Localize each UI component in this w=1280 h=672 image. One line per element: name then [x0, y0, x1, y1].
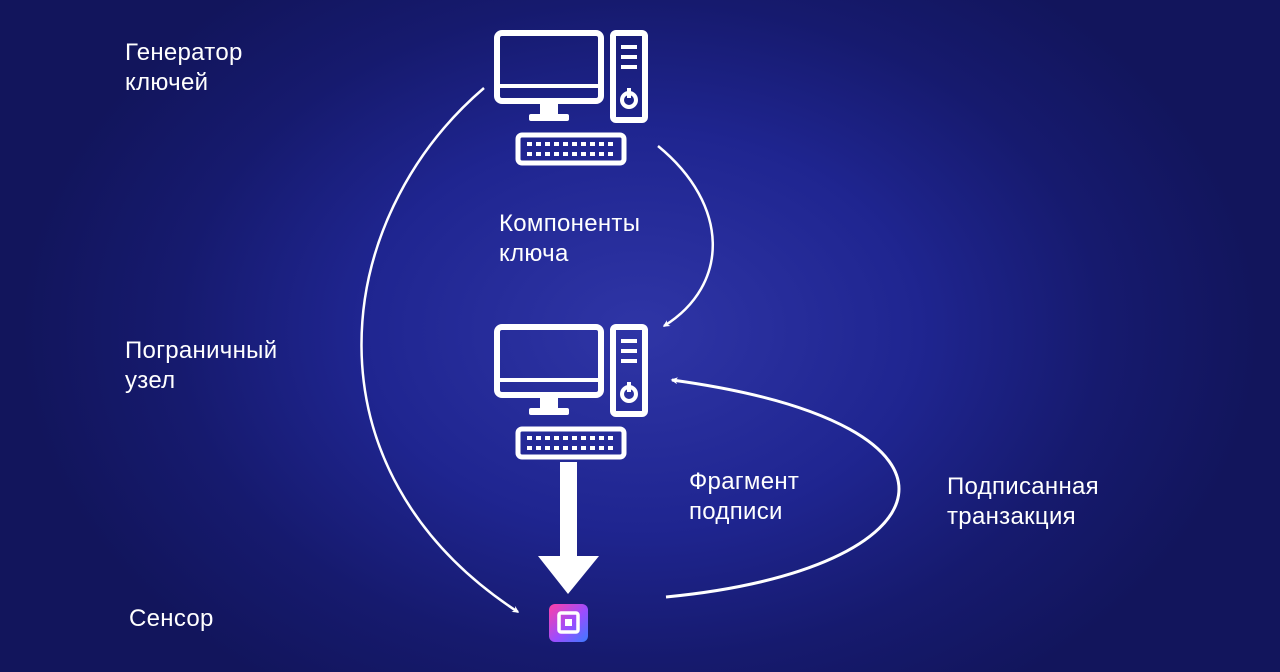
edge-node-label-line2: узел	[125, 367, 176, 394]
sensor-label: Сенсор	[129, 604, 214, 634]
signature-fragment-label: Фрагмент подписи	[689, 467, 799, 527]
edge-node-computer-icon	[497, 327, 645, 457]
sensor-chip-icon	[549, 604, 588, 642]
signature-fragment-label-line2: подписи	[689, 498, 783, 525]
key-components-label-line1: Компоненты	[499, 210, 641, 237]
signed-transaction-label: Подписанная транзакция	[947, 472, 1099, 532]
signature-fragment-arrow-shaft	[560, 462, 577, 558]
signed-transaction-arrow	[665, 377, 901, 599]
signed-transaction-label-line1: Подписанная	[947, 473, 1099, 500]
key-generator-label-line1: Генератор	[125, 39, 243, 66]
generator-to-sensor-arrow	[360, 87, 520, 614]
sensor-label-text: Сенсор	[129, 605, 214, 632]
signed-transaction-label-line2: транзакция	[947, 503, 1076, 530]
signature-fragment-label-line1: Фрагмент	[689, 468, 800, 495]
key-components-arrow	[657, 145, 714, 328]
key-generator-label: Генератор ключей	[125, 38, 243, 98]
key-generator-label-line2: ключей	[125, 69, 209, 96]
key-components-label-line2: ключа	[499, 240, 569, 267]
edge-node-label: Пограничный узел	[125, 336, 277, 396]
edge-node-label-line1: Пограничный	[125, 337, 278, 364]
key-components-label: Компоненты ключа	[499, 209, 640, 269]
signature-fragment-arrow-head	[538, 556, 599, 594]
key-generator-computer-icon	[497, 33, 645, 163]
